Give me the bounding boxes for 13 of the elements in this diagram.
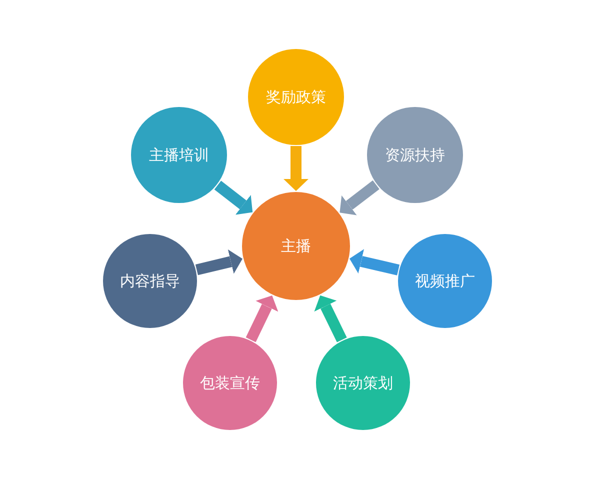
arrow bbox=[348, 249, 400, 276]
topic-circle: 奖励政策 bbox=[248, 49, 344, 145]
arrow bbox=[284, 146, 308, 191]
topic-circle: 内容指导 bbox=[103, 234, 197, 328]
arrow bbox=[314, 292, 347, 342]
arrow bbox=[246, 293, 278, 342]
center-circle: 主播 bbox=[242, 192, 350, 300]
topic-circle: 视频推广 bbox=[398, 234, 492, 328]
topic-circle: 活动策划 bbox=[316, 336, 410, 430]
topic-circle: 资源扶持 bbox=[367, 107, 463, 203]
topic-circle: 包装宣传 bbox=[183, 336, 277, 430]
topic-circle: 主播培训 bbox=[131, 107, 227, 203]
arrow bbox=[195, 249, 244, 276]
